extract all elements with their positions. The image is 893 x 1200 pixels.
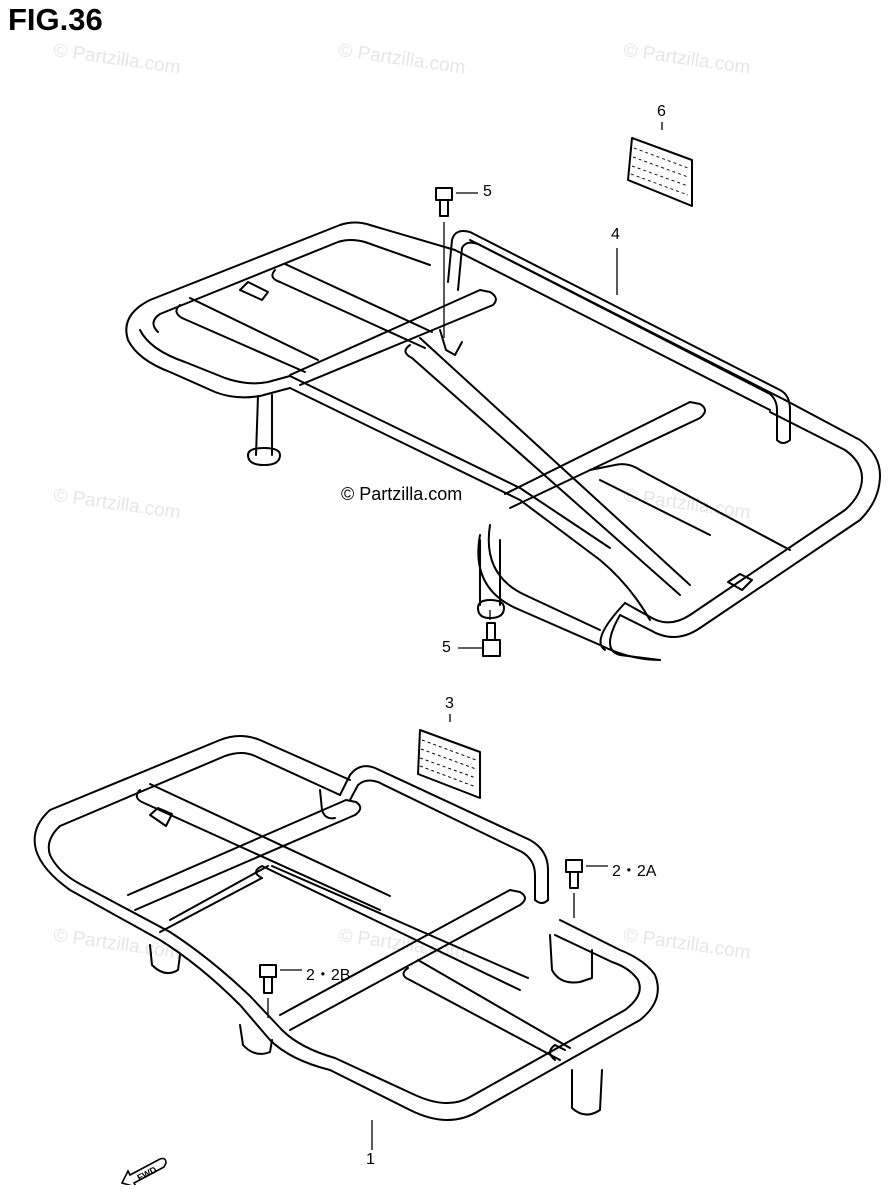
part-2-bolt-2b xyxy=(259,964,302,1018)
callout-1: 1 xyxy=(366,1151,375,1168)
forward-arrow-icon: FWD xyxy=(120,1157,167,1185)
part-3-reflector xyxy=(417,714,481,799)
part-1-lower-carrier xyxy=(33,735,659,1150)
part-4-upper-carrier xyxy=(125,221,881,661)
callout-5-upper: 5 xyxy=(483,183,492,200)
part-2-bolt-2a xyxy=(565,859,608,918)
part-5-bolt-lower xyxy=(458,610,501,657)
callout-5-lower: 5 xyxy=(442,639,451,656)
figure-title: FIG.36 xyxy=(8,2,103,37)
center-watermark: © Partzilla.com xyxy=(341,484,463,504)
callout-2-2b: 2・2B xyxy=(306,967,351,984)
callout-6: 6 xyxy=(657,103,666,120)
part-6-reflector xyxy=(627,122,693,207)
callout-3: 3 xyxy=(445,695,454,712)
callout-4: 4 xyxy=(611,226,620,243)
callout-2-2a: 2・2A xyxy=(612,863,657,880)
part-5-bolt-upper xyxy=(435,187,478,338)
